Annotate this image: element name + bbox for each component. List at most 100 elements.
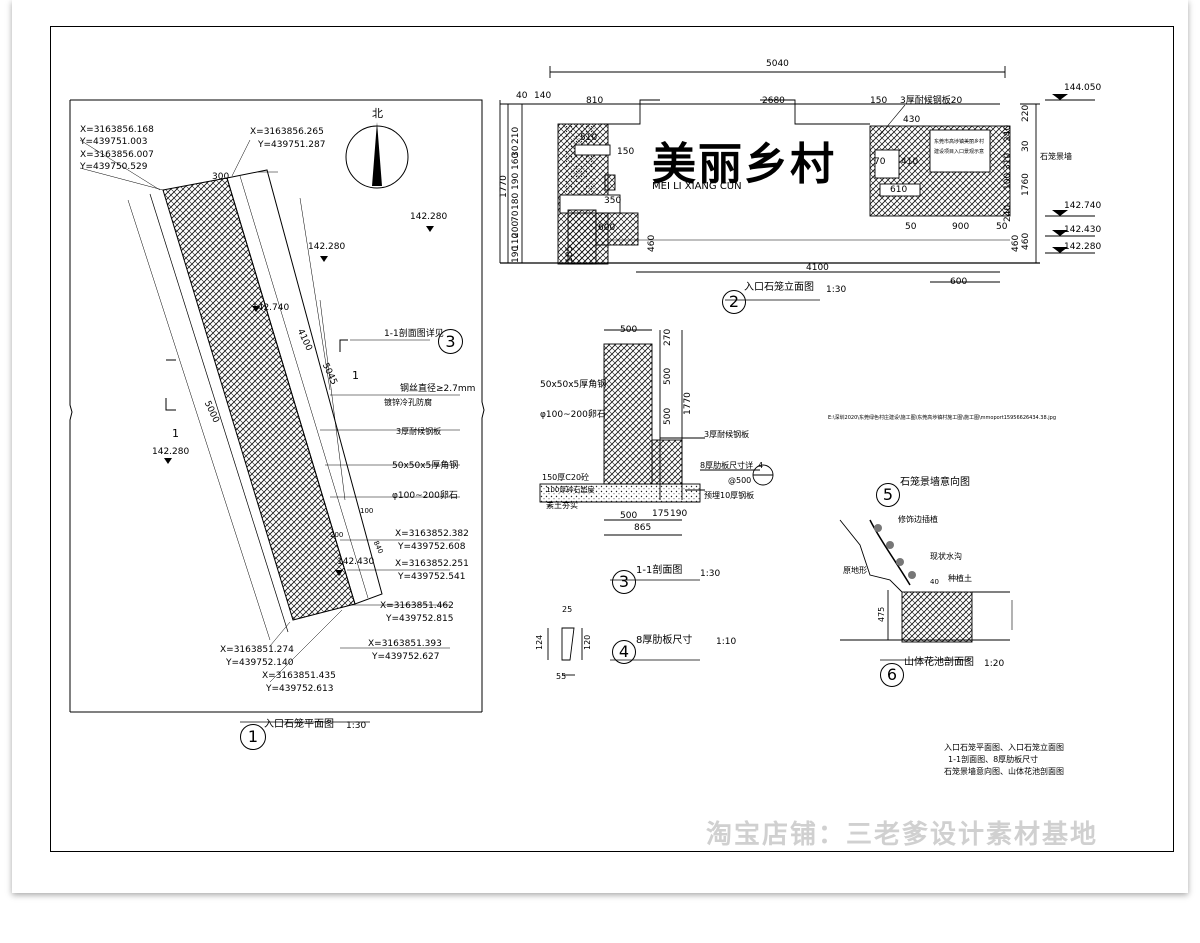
dim-label: 5040 [766, 59, 789, 69]
sign-pinyin: MEI LI XIANG CUN [652, 181, 742, 192]
dim-label: 460 [647, 234, 657, 252]
dim-label: 160 [511, 152, 521, 170]
coord-x-4: X=3163852.382 [395, 529, 469, 539]
view-scale: 1:30 [826, 285, 847, 295]
callout-label: 原地形 [843, 566, 867, 575]
dim-label: 610 [890, 185, 908, 195]
callout-ref-circle: 3 [438, 329, 463, 354]
sign-title: 美丽乡村 [652, 139, 836, 190]
view-number-circle: 6 [880, 663, 904, 687]
view-title: 8厚肋板尺寸 [636, 635, 693, 646]
dim-label: 300 [212, 172, 230, 182]
elevation-view-geometry [499, 66, 1095, 301]
dim-label: 240 [1003, 124, 1013, 142]
coord-x-7: X=3163851.393 [368, 639, 442, 649]
dim-label: 180 [511, 192, 521, 210]
dim-label: 220 [1021, 104, 1031, 122]
view-number-circle: 3 [612, 570, 636, 594]
coord-x-5: X=3163852.251 [395, 559, 469, 569]
board-text: 建设项目入口景观示意 [934, 149, 985, 155]
coord-y-3: Y=439751.287 [258, 140, 326, 150]
callout-ref: 4 [758, 461, 764, 470]
level-label: 142.430 [1064, 225, 1102, 235]
section-mark: 1 [172, 427, 179, 440]
elevation-side-label: 石笼景墙 [1040, 152, 1072, 161]
view-title: 石笼景墙意向图 [900, 477, 970, 488]
dim-label: 1760 [1021, 173, 1031, 196]
dim-label: 150 [870, 96, 888, 106]
callout-label: 现状水沟 [930, 552, 962, 561]
view-title: 1-1剖面图 [636, 565, 683, 576]
sheet-note: 石笼景墙意向图、山体花池剖面图 [944, 767, 1064, 776]
view-scale: 1:30 [346, 721, 367, 731]
dim-label: 500 [620, 511, 638, 521]
dim-label: 350 [604, 196, 622, 206]
callout-label: φ100~200卵石 [540, 410, 606, 420]
level-label: 142.740 [1064, 201, 1102, 211]
dim-label: 460 [1011, 234, 1021, 252]
sheet-note: 入口石笼平面图、入口石笼立面图 [944, 743, 1064, 752]
dim-label: 1770 [499, 175, 509, 198]
view-scale: 1:10 [716, 637, 737, 647]
dim-label: 185 [565, 245, 575, 263]
coord-x-2: X=3163856.007 [80, 150, 154, 160]
dim-label: 190 [511, 172, 521, 190]
callout-label: 钢丝直径≥2.7mm [400, 384, 476, 394]
dim-label: 510 [580, 133, 598, 143]
view-number-circle: 5 [876, 483, 900, 507]
coord-y-9: Y=439752.613 [266, 684, 334, 694]
view-number-circle: 2 [722, 290, 746, 314]
dim-label: 600 [950, 277, 968, 287]
callout-label: 50x50x5厚角钢 [392, 461, 459, 471]
view-scale: 1:20 [984, 659, 1005, 669]
dim-label: 2680 [762, 96, 785, 106]
coord-y-1: Y=439751.003 [80, 137, 148, 147]
dim-label: 30 [1021, 140, 1031, 152]
section-mark: 1 [352, 369, 359, 382]
elevation-label: 142.280 [410, 212, 448, 222]
dim-label: 100 [1003, 172, 1013, 190]
callout-label: 素土夯实 [546, 501, 578, 510]
file-path-note: E:\深圳2020\东莞绿色村庄建设\施工图\东莞高埗镇村施工图\施工图\mmo… [828, 415, 1056, 421]
callout-label: 修饰边插植 [898, 515, 938, 524]
dim-label: 40 [516, 91, 528, 101]
elevation-label: 142.430 [337, 557, 375, 567]
coord-x-3: X=3163856.265 [250, 127, 324, 137]
dim-label: 240 [1003, 204, 1013, 222]
drawing-frame [50, 26, 1174, 852]
dim-label: 4100 [806, 263, 829, 273]
callout-label: 3厚耐候钢板 [704, 430, 750, 439]
dim-label: 50 [905, 222, 917, 232]
dim-label: 190 [670, 509, 688, 519]
coord-x-8: X=3163851.274 [220, 645, 294, 655]
callout-label: 3厚耐候钢板 [396, 427, 442, 436]
dim-label: 430 [903, 115, 921, 125]
dim-label: 200 [330, 531, 344, 539]
level-label: 142.280 [1064, 242, 1102, 252]
view-title: 入口石笼平面图 [264, 719, 334, 730]
dim-label: 460 [1021, 232, 1031, 250]
coord-x-6: X=3163851.462 [380, 601, 454, 611]
dim-label: 500 [620, 325, 638, 335]
view-number-circle: 1 [240, 724, 266, 750]
view-number-circle: 4 [612, 640, 636, 664]
watermark: 淘宝店铺：三老爹设计素材基地 [706, 820, 1099, 850]
callout-section-ref: 1-1剖面图详见 [384, 329, 444, 339]
dim-label: 175 [652, 509, 670, 519]
planter-view-geometry [839, 519, 1013, 661]
callout-label: 镀锌冷孔防腐 [384, 398, 432, 407]
sheet-note: 1-1剖面图、8厚肋板尺寸 [948, 755, 1039, 764]
board-text: 东莞市高埗镇美丽乡村 [934, 139, 985, 145]
elevation-label: 142.740 [252, 303, 290, 313]
dim-label: 124 [535, 634, 544, 650]
dim-label: 210 [511, 126, 521, 144]
callout-label: 预埋10厚钢板 [704, 491, 755, 500]
view-scale: 1:30 [700, 569, 721, 579]
dim-label: 55 [556, 672, 567, 681]
elevation-label: 142.280 [308, 242, 346, 252]
callout-label: 8厚肋板尺寸详 [700, 461, 754, 470]
coord-y-8: Y=439752.140 [226, 658, 294, 668]
coord-x-1: X=3163856.168 [80, 125, 154, 135]
